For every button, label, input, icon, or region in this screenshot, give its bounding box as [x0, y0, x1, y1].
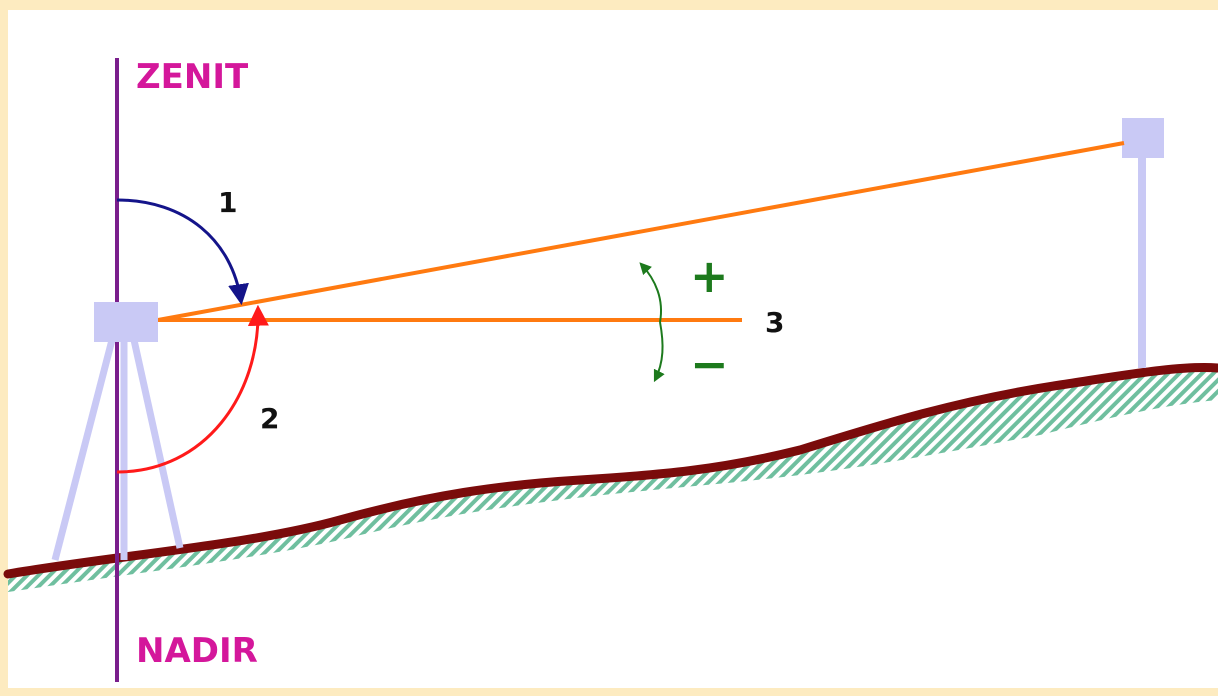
tripod-leg-left	[51, 339, 116, 561]
tripod-leg-right	[130, 339, 184, 549]
angle-2-label: 2	[260, 402, 279, 435]
angle-1-label: 1	[218, 186, 237, 219]
vertical-angle-arc-down	[653, 321, 665, 383]
nadir-label: NADIR	[136, 631, 258, 671]
minus-sign: −	[690, 337, 729, 391]
target-prism	[1122, 118, 1164, 158]
inclined-sight-line	[157, 141, 1125, 322]
angle-3-label: 3	[765, 306, 784, 339]
ground-line	[3, 363, 1218, 579]
plus-sign: +	[690, 249, 729, 303]
zenit-label: ZENIT	[136, 57, 249, 97]
nadir-angle-arc	[116, 304, 269, 474]
instrument-head	[94, 302, 158, 342]
diagram-panel	[8, 10, 1218, 688]
zenith-angle-arc	[116, 198, 249, 306]
vertical-angle-arc-up	[639, 262, 662, 323]
